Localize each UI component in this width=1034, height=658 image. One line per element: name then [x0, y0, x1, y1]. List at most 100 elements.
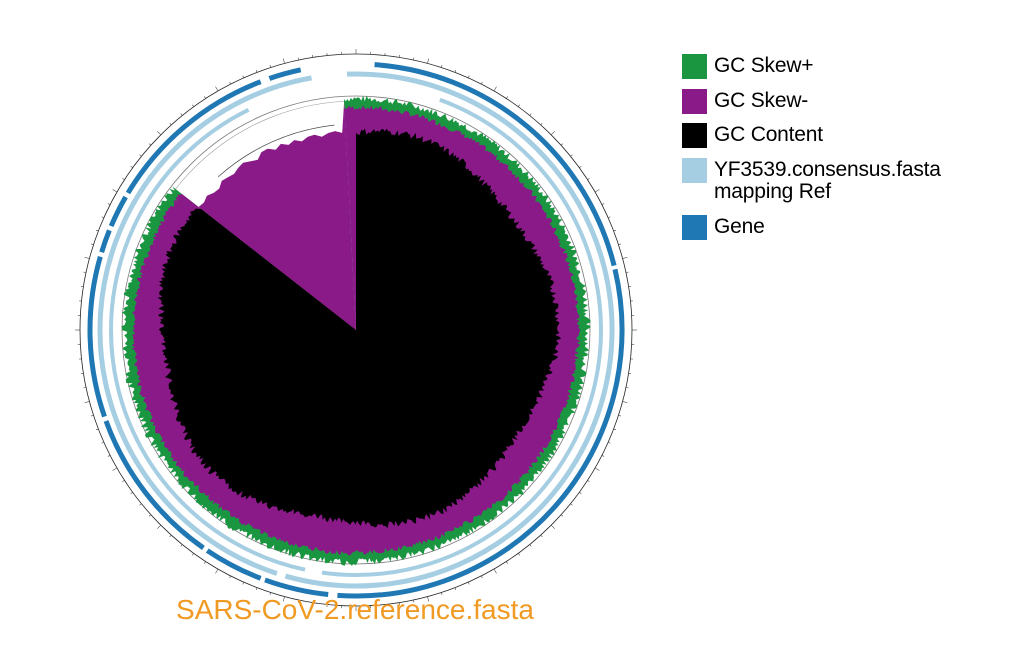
tick-mark — [215, 568, 219, 574]
tick-mark — [255, 69, 258, 73]
tick-mark — [101, 216, 104, 219]
tick-mark — [91, 243, 94, 245]
tick-mark — [517, 104, 520, 107]
tick-mark — [83, 387, 87, 389]
legend-label: Gene — [714, 215, 765, 238]
tick-mark — [169, 122, 172, 126]
tick-mark — [613, 428, 617, 431]
legend-label: YF3539.consensus.fasta mapping Ref — [714, 157, 941, 203]
legend-swatch-gc-skew-negative — [682, 88, 707, 114]
legend-swatch-mapping — [682, 157, 707, 183]
tick-mark — [112, 467, 118, 471]
tick-mark — [101, 441, 104, 444]
tick-mark — [148, 143, 152, 146]
tick-mark — [192, 553, 195, 556]
legend-item-gc-skew-positive: GC Skew+ — [682, 54, 1022, 79]
tick-mark — [506, 96, 508, 99]
tick-mark — [454, 587, 457, 591]
tick-mark — [95, 428, 99, 431]
tick-mark — [139, 154, 142, 157]
gene-segment — [374, 62, 617, 267]
mapping-segment — [284, 71, 615, 589]
gene-segment — [264, 577, 329, 598]
tick-mark — [622, 256, 628, 259]
tick-mark — [594, 467, 600, 471]
tick-mark — [570, 503, 573, 506]
tick-mark — [540, 122, 543, 126]
tick-mark — [506, 561, 508, 564]
tick-mark — [493, 568, 497, 574]
legend-item-mapping: YF3539.consensus.fasta mapping Ref — [682, 157, 1022, 206]
mapping-segment — [97, 75, 312, 576]
tick-mark — [139, 503, 142, 506]
tick-mark — [297, 599, 299, 603]
tick-mark — [467, 75, 470, 78]
tick-mark — [130, 491, 133, 494]
tick-mark — [587, 480, 590, 482]
tick-mark — [122, 178, 125, 180]
outer-tick-ring — [75, 49, 637, 611]
legend-swatch-gc-skew-positive — [682, 54, 707, 79]
tick-mark — [618, 243, 621, 245]
tick-mark — [618, 415, 621, 417]
tick-mark — [204, 96, 206, 99]
tick-mark — [467, 582, 470, 585]
tick-mark — [529, 113, 532, 116]
gene-segment — [87, 255, 107, 418]
legend-label: GC Skew+ — [714, 54, 814, 77]
mapping-segment — [109, 108, 306, 572]
tick-mark — [594, 189, 600, 193]
tick-mark — [91, 415, 94, 417]
tick-mark — [180, 544, 183, 547]
tick-mark — [297, 57, 299, 61]
gene-track — [87, 62, 625, 599]
tick-mark — [282, 58, 285, 64]
tick-mark — [112, 189, 118, 193]
legend-item-gene: Gene — [682, 215, 1022, 240]
legend-label: GC Skew- — [714, 88, 809, 112]
tick-mark — [579, 491, 582, 494]
tick-mark — [529, 544, 532, 547]
legend-item-gc-skew-negative: GC Skew- — [682, 88, 1022, 114]
gene-segment — [205, 548, 262, 581]
tick-mark — [427, 596, 430, 602]
legend-item-gc-content: GC Content — [682, 123, 1022, 148]
tick-mark — [157, 131, 162, 136]
tick-mark — [454, 69, 457, 73]
tick-mark — [204, 561, 206, 564]
tick-mark — [570, 154, 573, 157]
tick-mark — [229, 575, 231, 579]
tick-mark — [413, 599, 415, 603]
gene-segment — [125, 79, 262, 195]
gene-segment — [103, 420, 205, 550]
tick-mark — [107, 203, 111, 205]
tick-mark — [192, 104, 195, 107]
legend-swatch-gene — [682, 215, 707, 240]
tick-mark — [83, 271, 87, 273]
gc-skew-wedge — [184, 102, 356, 330]
tick-mark — [95, 229, 99, 232]
tick-mark — [560, 514, 564, 517]
gc-content-area — [157, 108, 562, 528]
tick-mark — [493, 86, 497, 92]
wedge-guide-line — [217, 124, 335, 178]
tick-mark — [269, 592, 271, 595]
tick-mark — [608, 216, 611, 219]
legend-swatch-gc-content — [682, 123, 707, 148]
tick-mark — [481, 575, 483, 579]
gc-content-track — [157, 108, 562, 528]
legend: GC Skew+ GC Skew- GC Content YF3539.cons… — [682, 54, 1022, 250]
tick-mark — [169, 534, 172, 538]
tick-mark — [107, 455, 111, 457]
tick-mark — [215, 86, 219, 92]
tick-mark — [601, 203, 605, 205]
tick-mark — [148, 514, 152, 517]
tick-mark — [613, 229, 617, 232]
gene-segment — [268, 67, 302, 81]
tick-mark — [540, 534, 543, 538]
tick-mark — [587, 178, 590, 180]
tick-mark — [242, 582, 245, 585]
tick-mark — [601, 455, 605, 457]
tick-mark — [622, 401, 628, 404]
